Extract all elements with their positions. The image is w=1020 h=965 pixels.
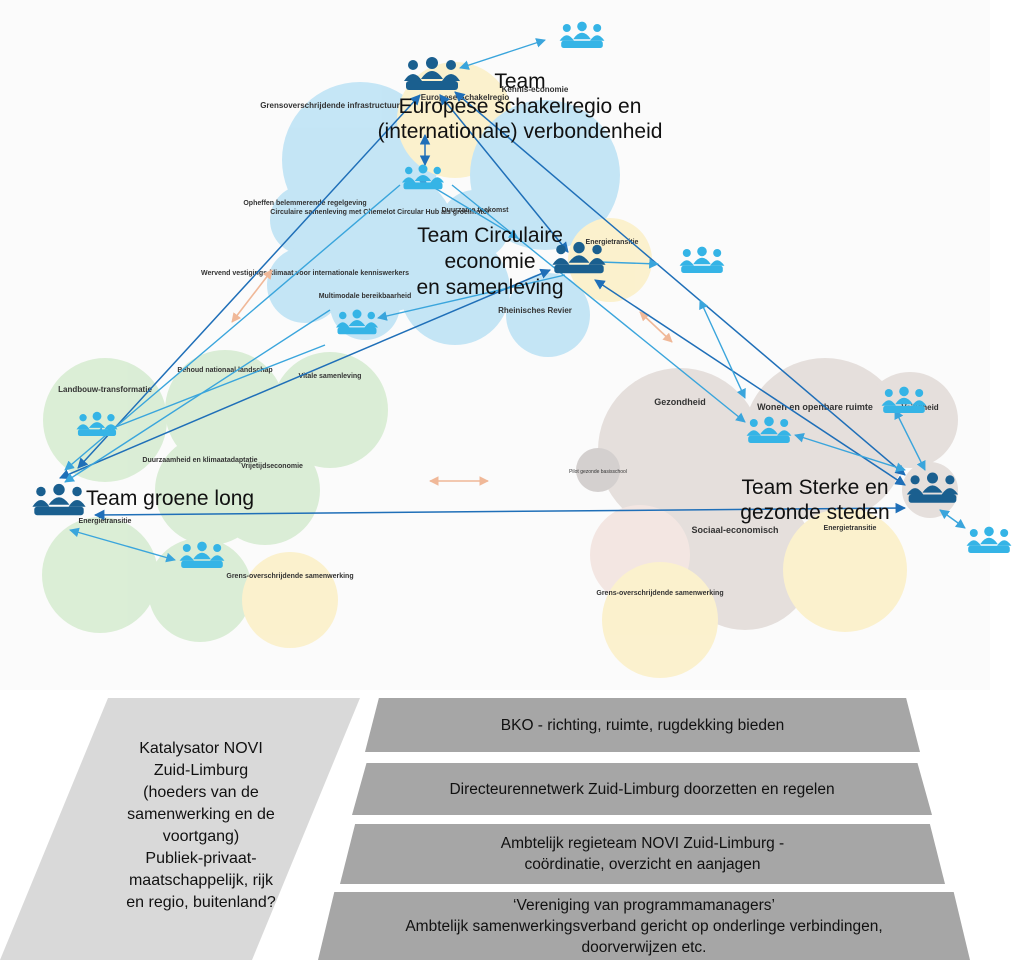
arrow-sterke-sat xyxy=(939,509,966,529)
katalysator-text: Katalysator NOVI Zuid-Limburg (hoeders v… xyxy=(86,738,316,914)
arrow-to-landbouw xyxy=(94,344,326,437)
katalysator-line-7: maatschappelijk, rijk xyxy=(128,872,274,889)
team-groene-label: Team groene long xyxy=(86,487,255,510)
layer-regieteam-line-2: coördinatie, overzicht en aanjagen xyxy=(524,856,761,873)
katalysator-line-4: samenwerking en de xyxy=(127,806,275,823)
bubble-energie-links xyxy=(42,517,158,633)
title-wonen: Wonen en openbare ruimte xyxy=(757,402,873,412)
bubble-grens-rechts xyxy=(602,562,718,678)
title-rheinisches: Rheinisches Revier xyxy=(498,306,572,315)
katalysator-line-3: (hoeders van de xyxy=(143,784,259,801)
layer-programmamanagers-line-2: Ambtelijk samenwerkingsverband gericht o… xyxy=(405,917,883,935)
team-circulaire-label: Team Circulaire economie en samenleving xyxy=(390,223,590,301)
network-diagram: Grensoverschrijdende infrastructuur Euro… xyxy=(32,21,1012,678)
katalysator-line-6: Publiek-privaat- xyxy=(145,850,257,867)
katalysator-line-1: Katalysator NOVI xyxy=(139,740,263,757)
arrow-europese-circulaire xyxy=(439,94,569,253)
title-gezondheid: Gezondheid xyxy=(654,397,706,407)
team-europese-line-2: Europese schakelregio en xyxy=(398,95,642,118)
arrow-circulaire-groene xyxy=(59,268,551,480)
team-europese-line-3: (internationale) verbondenheid xyxy=(377,120,663,143)
layer-directeurennetwerk-text: Directeurennetwerk Zuid-Limburg doorzett… xyxy=(449,780,835,798)
title-vitale: Vitale samenleving xyxy=(299,373,362,380)
title-energie-links: Energietransitie xyxy=(79,518,132,525)
title-energie-rechts: Energietransitie xyxy=(824,525,877,532)
layer-bko: BKO - richting, ruimte, rugdekking biede… xyxy=(365,698,920,752)
arrow-sub-sterke xyxy=(451,184,746,423)
diagram-canvas: Grensoverschrijdende infrastructuur Euro… xyxy=(32,21,1012,678)
title-vestiging: Wervend vestigings-klimaat voor internat… xyxy=(201,270,409,277)
katalysator-line-8: en regio, buitenland? xyxy=(126,894,276,911)
team-sterke-line-2: gezonde steden xyxy=(740,501,890,524)
arrow-sub-groene xyxy=(64,184,401,471)
team-circulaire-line-1: Team Circulaire xyxy=(417,224,563,247)
layer-programmamanagers: ‘Vereniging van programmamanagers’ Ambte… xyxy=(318,892,970,960)
layer-regieteam-text: Ambtelijk regieteam NOVI Zuid-Limburg - … xyxy=(501,833,784,875)
title-kennis: Kennis-economie xyxy=(502,85,569,94)
bubble-grens-links xyxy=(242,552,338,648)
title-pilot: Pilot gezonde basisschool xyxy=(569,469,627,475)
layer-programmamanagers-line-1: ‘Vereniging van programmamanagers’ xyxy=(513,896,775,914)
bubble-veiligheid xyxy=(862,372,958,468)
bubble-energie-rechts xyxy=(783,508,907,632)
team-circulaire-line-3: en samenleving xyxy=(416,276,564,299)
title-opheffen: Opheffen belemmerende regelgeving xyxy=(243,200,366,207)
light-arrows xyxy=(64,38,966,563)
layer-directeurennetwerk: Directeurennetwerk Zuid-Limburg doorzett… xyxy=(352,763,932,815)
arrow-sat-wonen xyxy=(699,299,746,399)
title-energietransitie: Energietransitie xyxy=(586,239,639,246)
team-circulaire-line-2: economie xyxy=(444,250,536,273)
title-grens-links: Grens-overschrijdende samenwerking xyxy=(226,573,353,580)
layer-programmamanagers-line-3: doorverwijzen etc. xyxy=(581,938,707,956)
layer-regieteam: Ambtelijk regieteam NOVI Zuid-Limburg - … xyxy=(340,824,945,884)
katalysator-line-2: Zuid-Limburg xyxy=(153,762,249,779)
arrow-circulaire-sat xyxy=(599,258,659,269)
arrow-multimodale-groene xyxy=(64,309,331,483)
bubble-energie-links-2 xyxy=(148,538,252,642)
title-grens-rechts: Grens-overschrijdende samenwerking xyxy=(596,590,723,597)
team-sterke-line-1: Team Sterke en xyxy=(741,476,889,499)
title-vrijetijd: Vrijetijdseconomie xyxy=(241,463,303,470)
title-sociaal: Sociaal-economisch xyxy=(691,525,778,535)
layer-programmamanagers-text: ‘Vereniging van programmamanagers’ Ambte… xyxy=(405,895,882,958)
team-europese-label: Team Europese schakelregio en (internati… xyxy=(315,69,725,144)
arrow-groene-sterke xyxy=(93,502,907,521)
arrow-wonen-sterke xyxy=(794,433,906,472)
katalysator-line-5: voortgang) xyxy=(162,828,240,845)
layer-regieteam-line-1: Ambtelijk regieteam NOVI Zuid-Limburg - xyxy=(500,835,785,852)
arrow-groene-energie xyxy=(69,527,176,563)
arrow-circulaire-multimodale xyxy=(377,274,566,321)
arrow-to-sat-top xyxy=(459,38,546,70)
team-sterke-label: Team Sterke en gezonde steden xyxy=(720,475,910,525)
title-landbouw: Landbouw-transformatie xyxy=(58,385,152,394)
arrow-veiligheid-sterke xyxy=(894,409,926,471)
layer-bko-text: BKO - richting, ruimte, rugdekking biede… xyxy=(500,716,785,734)
team-europese-line-1: Team xyxy=(494,70,546,93)
